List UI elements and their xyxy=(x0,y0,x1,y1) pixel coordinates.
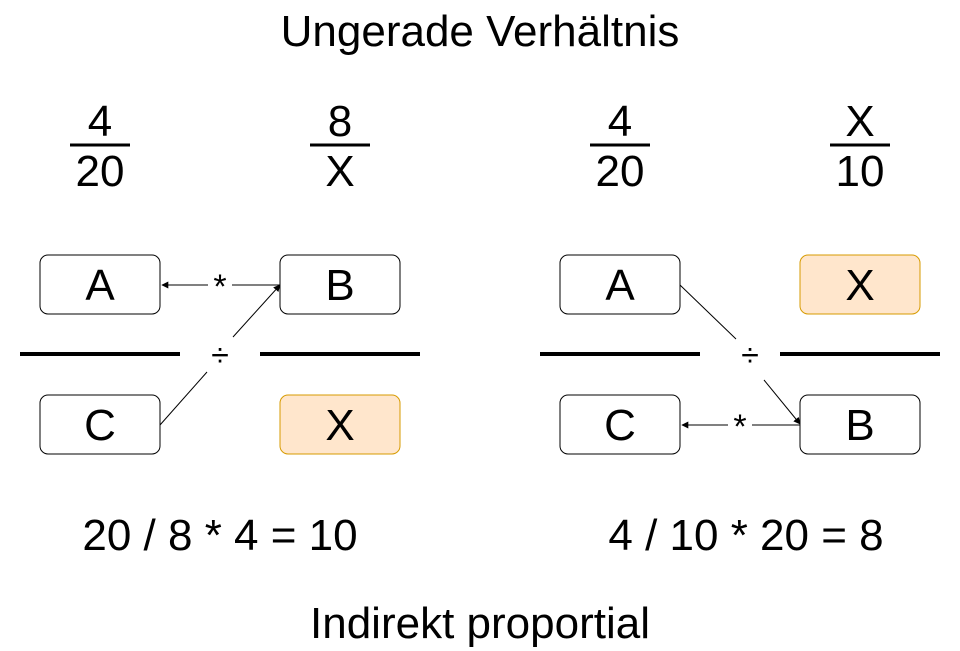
left-arrow-divide-to-b xyxy=(232,284,281,338)
left-box-b-label: B xyxy=(325,261,354,310)
left-fraction-1: 4 20 xyxy=(70,97,130,196)
right-box-c xyxy=(559,394,681,455)
right-fraction-2: X 10 xyxy=(830,97,890,196)
left-fraction-1-numerator: 4 xyxy=(88,97,112,146)
left-box-a xyxy=(39,254,161,315)
left-box-a-label: A xyxy=(85,261,115,310)
right-formula: 4 / 10 * 20 = 8 xyxy=(608,511,883,560)
right-multiply-symbol: * xyxy=(733,408,746,446)
left-fraction-1-denominator: 20 xyxy=(76,147,125,196)
diagram-title: Ungerade Verhältnis xyxy=(281,7,680,56)
left-connector-c-to-divide xyxy=(159,371,208,426)
right-fraction-2-numerator: X xyxy=(845,97,874,146)
left-fraction-2-numerator: 8 xyxy=(328,97,352,146)
right-fraction-1-denominator: 20 xyxy=(596,147,645,196)
left-box-c-label: C xyxy=(84,401,116,450)
left-formula: 20 / 8 * 4 = 10 xyxy=(82,511,357,560)
left-fraction-2: 8 X xyxy=(310,97,370,196)
right-box-a xyxy=(559,254,681,315)
right-box-x-highlighted xyxy=(799,254,921,315)
right-fraction-2-denominator: 10 xyxy=(836,147,885,196)
right-box-c-label: C xyxy=(604,401,636,450)
right-panel: 4 20 X 10 A X C B ÷ * 4 / 10 * 20 = 8 xyxy=(540,97,940,560)
left-box-x-label: X xyxy=(325,401,354,450)
left-panel: 4 20 8 X A B C X * ÷ 20 / 8 * 4 = 10 xyxy=(20,97,420,560)
left-fraction-2-denominator: X xyxy=(325,147,354,196)
right-box-a-label: A xyxy=(605,261,635,310)
left-multiply-symbol: * xyxy=(213,268,226,306)
right-connector-a-to-divide xyxy=(679,284,737,340)
left-divide-symbol: ÷ xyxy=(211,337,229,373)
right-box-x-label: X xyxy=(845,261,874,310)
right-box-b-label: B xyxy=(845,401,874,450)
right-arrow-divide-to-b xyxy=(763,379,801,425)
right-divide-symbol: ÷ xyxy=(741,337,759,373)
right-fraction-1-numerator: 4 xyxy=(608,97,632,146)
right-fraction-1: 4 20 xyxy=(590,97,650,196)
left-box-x-highlighted xyxy=(279,394,401,455)
diagram-footer: Indirekt proportial xyxy=(310,599,650,648)
